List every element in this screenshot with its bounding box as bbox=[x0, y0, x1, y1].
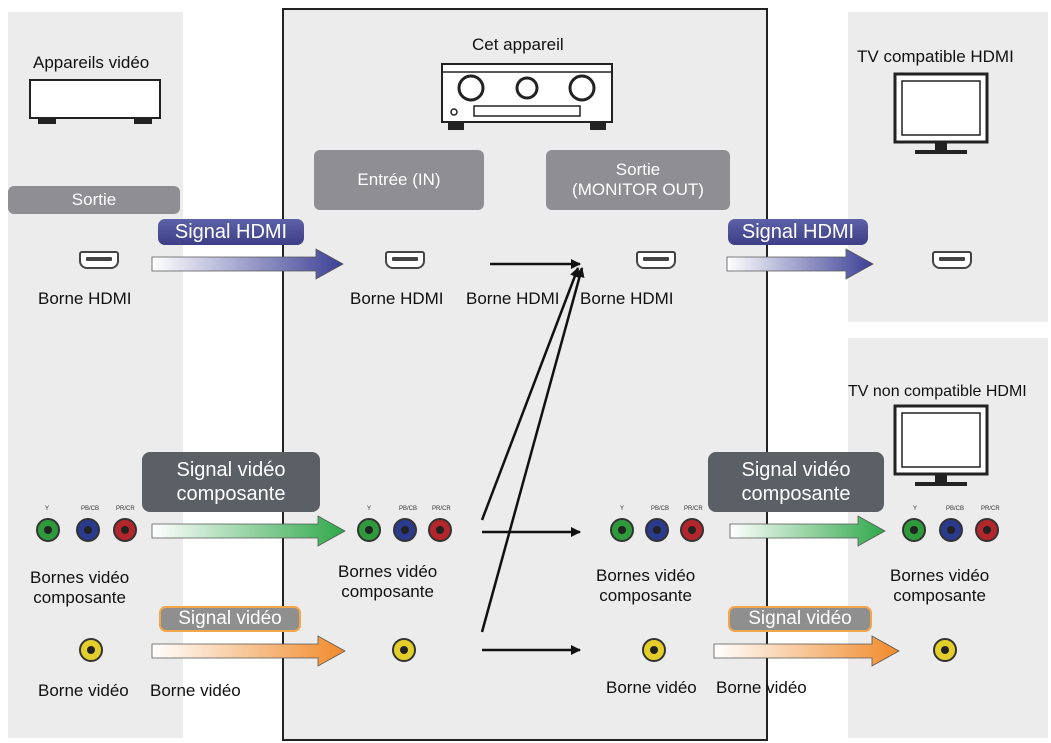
jack-y bbox=[357, 518, 381, 542]
video-jack-source bbox=[79, 638, 103, 662]
component-terminal-source-label: Bornes vidéo composante bbox=[30, 568, 130, 607]
hdmi-arrow-right bbox=[726, 248, 874, 280]
hdmi-signal-label-right: Signal HDMI bbox=[728, 219, 868, 245]
video-terminal-device-out-label: Borne vidéo bbox=[606, 678, 697, 697]
jack-y bbox=[36, 518, 60, 542]
receiver-icon bbox=[441, 63, 613, 130]
component-terminal-device-out-label: Bornes vidéo composante bbox=[596, 566, 696, 605]
hdmi-arrow-left bbox=[151, 248, 344, 280]
source-title: Appareils vidéo bbox=[33, 53, 150, 72]
hdmi-terminal-source-label: Borne HDMI bbox=[38, 289, 132, 308]
device-input-label: Entrée (IN) bbox=[314, 150, 484, 210]
device-output-label: Sortie (MONITOR OUT) bbox=[546, 150, 730, 210]
hdmi-terminal-device-mid-label: Borne HDMI bbox=[466, 289, 560, 308]
video-terminal-device-in-label: Borne vidéo bbox=[150, 681, 241, 700]
hdmi-port-source bbox=[79, 251, 119, 269]
hdmi-terminal-device-in-label: Borne HDMI bbox=[350, 289, 444, 308]
jack-pb bbox=[76, 518, 100, 542]
tv-hdmi-title: TV compatible HDMI bbox=[857, 47, 1014, 66]
upconvert-component-line bbox=[480, 267, 580, 521]
component-arrow-right bbox=[729, 515, 886, 547]
upconvert-video-line bbox=[480, 267, 585, 633]
component-arrow-left bbox=[151, 515, 346, 547]
hdmi-signal-label-left: Signal HDMI bbox=[158, 219, 304, 245]
hdmi-port-device-in bbox=[385, 251, 425, 269]
video-terminal-tv-label: Borne vidéo bbox=[716, 678, 807, 697]
tv-non-hdmi-icon bbox=[893, 404, 989, 486]
video-device-icon bbox=[29, 79, 161, 124]
video-signal-label-left: Signal vidéo bbox=[159, 606, 301, 632]
jack-pb bbox=[939, 518, 963, 542]
component-signal-label-left: Signal vidéo composante bbox=[142, 452, 320, 512]
video-arrow-right bbox=[713, 635, 900, 667]
component-terminal-device-in-label: Bornes vidéo composante bbox=[338, 562, 438, 601]
video-arrow-left bbox=[151, 635, 346, 667]
jack-pb bbox=[393, 518, 417, 542]
hdmi-port-device-out bbox=[636, 251, 676, 269]
tv-non-hdmi-title: TV non compatible HDMI bbox=[848, 383, 1027, 400]
jack-y bbox=[610, 518, 634, 542]
tv-hdmi-panel bbox=[848, 12, 1048, 322]
video-jack-tv bbox=[933, 638, 957, 662]
jack-pr bbox=[113, 518, 137, 542]
jack-pr bbox=[975, 518, 999, 542]
hdmi-port-tv bbox=[932, 251, 972, 269]
component-terminal-tv-label: Bornes vidéo composante bbox=[890, 566, 990, 605]
jack-pr bbox=[680, 518, 704, 542]
jack-y bbox=[902, 518, 926, 542]
source-panel bbox=[8, 12, 183, 738]
source-output-label: Sortie bbox=[8, 186, 180, 214]
jack-pb bbox=[645, 518, 669, 542]
jack-pr bbox=[428, 518, 452, 542]
video-signal-label-right: Signal vidéo bbox=[728, 606, 872, 632]
device-title: Cet appareil bbox=[472, 35, 564, 54]
video-jack-device-out bbox=[642, 638, 666, 662]
component-signal-label-right: Signal vidéo composante bbox=[708, 452, 884, 512]
device-panel bbox=[282, 8, 768, 741]
video-terminal-source-label: Borne vidéo bbox=[38, 681, 129, 700]
video-jack-device-in bbox=[392, 638, 416, 662]
tv-hdmi-icon bbox=[893, 72, 989, 154]
hdmi-terminal-device-out-label: Borne HDMI bbox=[580, 289, 674, 308]
